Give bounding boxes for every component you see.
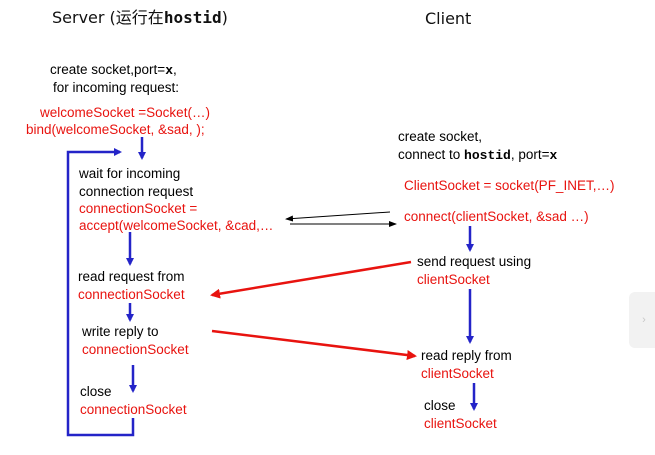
server-create-line2: for incoming request: (53, 80, 180, 95)
server-wait-line2: connection request (79, 184, 194, 199)
client-socket-code: ClientSocket = socket(PF_INET,…) (404, 178, 615, 193)
server-read-line2: connectionSocket (78, 287, 185, 302)
server-title: Server (运行在hostid) (52, 8, 228, 28)
accept-code-line2: accept(welcomeSocket, &cad,… (79, 218, 274, 233)
welcome-socket-code: welcomeSocket =Socket(…) (40, 105, 210, 120)
client-connect-text: connect to (398, 147, 465, 162)
server-create-line1: create socket,port=x, (50, 61, 177, 79)
server-write-line1: write reply to (82, 324, 159, 339)
loop-back-arrow (66, 148, 135, 437)
server-close-line2: connectionSocket (80, 402, 187, 417)
accept-code-line1: connectionSocket = (79, 201, 198, 216)
client-port-var: x (549, 148, 558, 163)
server-close-line1: close (80, 384, 112, 399)
side-tab-glyph: › (642, 314, 646, 326)
server-create-text: create socket,port= (50, 62, 166, 77)
server-read-line1: read request from (78, 269, 185, 284)
client-read-line2: clientSocket (421, 366, 494, 381)
client-title: Client (425, 9, 472, 28)
client-create-line2: connect to hostid, port=x (398, 146, 557, 164)
client-host-var: hostid (464, 148, 511, 163)
bind-code: bind(welcomeSocket, &sad, ); (26, 122, 205, 137)
side-panel-tab[interactable]: › (629, 292, 655, 348)
client-read-line1: read reply from (421, 348, 512, 363)
client-close-line1: close (424, 398, 456, 413)
reply-arrow (211, 329, 417, 360)
server-port-var: x (165, 63, 173, 78)
client-send-line1: send request using (417, 254, 532, 269)
client-close-line2: clientSocket (424, 416, 497, 431)
server-title-suffix: ) (221, 8, 228, 27)
server-create-comma: , (173, 62, 177, 77)
handshake-arrow-to-server (285, 211, 391, 222)
connect-code: connect(clientSocket, &sad …) (404, 209, 589, 224)
client-create-line1: create socket, (398, 129, 483, 144)
server-write-line2: connectionSocket (82, 342, 189, 357)
server-title-text: Server (运行在 (52, 8, 164, 27)
request-arrow (210, 260, 412, 299)
server-title-host: hostid (163, 8, 222, 27)
client-send-line2: clientSocket (417, 272, 490, 287)
server-wait-line1: wait for incoming (79, 166, 181, 181)
client-port-text: , port= (510, 147, 550, 162)
